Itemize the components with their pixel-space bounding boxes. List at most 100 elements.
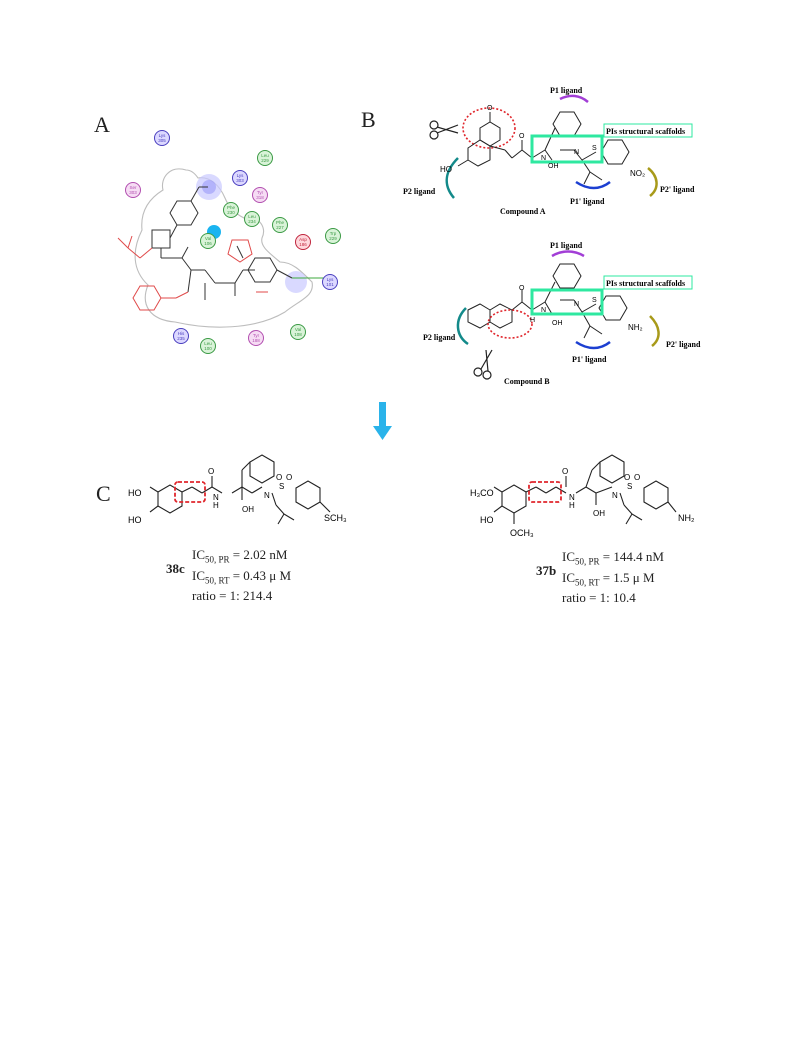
svg-text:O: O [519,133,525,140]
svg-text:Compound A: Compound A [500,207,546,216]
svg-text:Lys: Lys [237,173,245,178]
svg-text:Compound B: Compound B [504,377,550,386]
svg-text:N: N [574,301,579,308]
svg-text:HO: HO [440,165,452,174]
cleavage-circle-a [462,107,516,149]
svg-text:O: O [286,473,292,482]
compound-id-37b: 37b [536,563,557,578]
scaffold-box-a [530,134,604,164]
svg-text:H: H [569,501,575,510]
svg-text:188: 188 [252,338,260,343]
svg-text:303: 303 [236,178,244,183]
svg-text:P2' ligand: P2' ligand [660,185,695,194]
svg-text:N: N [574,149,579,156]
svg-text:N: N [612,491,618,500]
svg-text:101: 101 [326,282,334,287]
svg-text:HO: HO [128,488,142,498]
svg-text:Leu: Leu [248,214,256,219]
svg-text:OH: OH [593,509,605,518]
svg-text:PIs structural scaffolds: PIs structural scaffolds [606,279,685,288]
svg-text:Tyr: Tyr [257,190,264,195]
svg-text:O: O [487,105,493,112]
svg-text:H: H [530,317,535,324]
panel-label-c: C [96,481,111,506]
svg-text:HO: HO [480,515,494,525]
svg-text:P1 ligand: P1 ligand [550,86,583,95]
svg-text:Lys: Lys [327,277,335,282]
scaffold-label-box-a [603,123,693,138]
svg-text:229: 229 [261,158,269,163]
svg-text:PIs structural scaffolds: PIs structural scaffolds [606,127,685,136]
svg-text:O: O [208,467,214,476]
svg-text:P1 ligand: P1 ligand [550,241,583,250]
svg-text:S: S [279,482,284,491]
panel-label-b: B [361,107,376,132]
svg-text:OH: OH [242,505,254,514]
svg-text:P2 ligand: P2 ligand [403,187,436,196]
svg-text:OH: OH [548,163,559,170]
scaffold-label-box-b [603,275,693,290]
svg-text:N: N [264,491,270,500]
svg-text:186: 186 [299,242,307,247]
svg-text:S: S [592,145,597,152]
svg-text:Phe: Phe [276,220,285,225]
svg-text:230: 230 [227,210,235,215]
svg-text:H₃CO: H₃CO [470,488,494,498]
svg-text:Trp: Trp [330,231,337,236]
compound-id-38c: 38c [166,561,185,576]
svg-text:Val: Val [205,236,211,241]
svg-text:227: 227 [276,225,284,230]
svg-text:OCH₃: OCH₃ [510,528,534,538]
svg-text:P1' ligand: P1' ligand [570,197,605,206]
svg-text:NO₂: NO₂ [630,169,645,178]
svg-text:P2 ligand: P2 ligand [423,333,456,342]
svg-text:O: O [624,473,630,482]
svg-text:NH₂: NH₂ [678,513,695,523]
highlight-box-38c [174,481,206,503]
svg-text:235: 235 [177,336,185,341]
svg-text:S: S [592,297,597,304]
svg-text:Leu: Leu [204,341,212,346]
svg-text:N: N [213,493,219,502]
svg-text:SCH₃: SCH₃ [324,513,347,523]
svg-text:234: 234 [248,219,256,224]
svg-text:O: O [634,473,640,482]
svg-text:Val: Val [295,327,301,332]
svg-text:P2' ligand: P2' ligand [666,340,701,349]
svg-text:H: H [213,501,219,510]
panel-label-a: A [94,112,110,137]
svg-text:Phe: Phe [227,205,236,210]
svg-text:N: N [569,493,575,502]
cleavage-circle-b [487,309,533,339]
svg-text:Leu: Leu [261,153,269,158]
svg-text:305: 305 [158,138,166,143]
svg-text:O: O [276,473,282,482]
svg-text:Asp: Asp [299,237,307,242]
svg-text:108: 108 [294,332,302,337]
svg-text:303: 303 [129,190,137,195]
svg-text:HO: HO [128,515,142,525]
svg-text:S: S [627,482,632,491]
scissors-icon-b [473,349,493,380]
svg-text:Lys: Lys [159,133,167,138]
